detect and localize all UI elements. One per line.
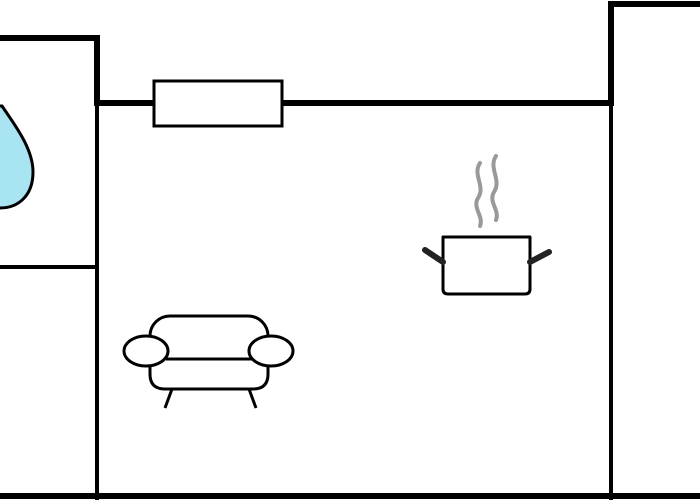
water-drop-icon: [0, 104, 35, 210]
right-room-wall: [608, 1, 700, 106]
sofa-icon: [122, 314, 295, 409]
bathroom-top-wall: [0, 35, 100, 106]
cooking-pot-icon: [422, 235, 552, 296]
window-icon: [152, 79, 284, 128]
steam-icon: [474, 154, 499, 228]
